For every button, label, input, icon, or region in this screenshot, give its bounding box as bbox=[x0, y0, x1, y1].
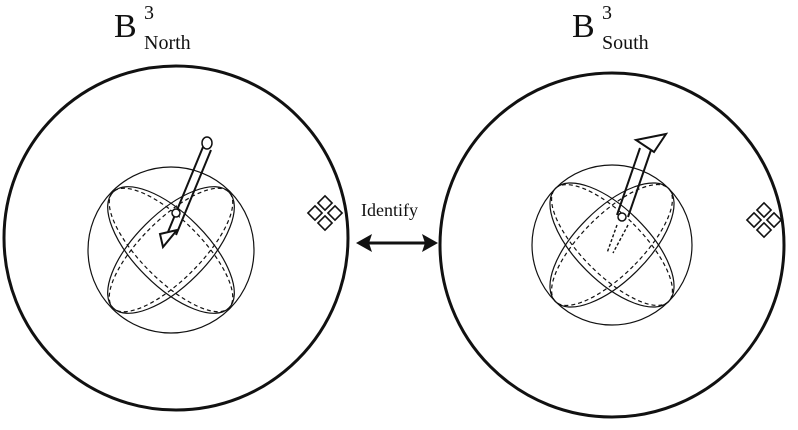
north-inner-sphere bbox=[87, 166, 255, 334]
south-ball bbox=[438, 71, 786, 419]
north-outer-circle bbox=[2, 64, 350, 412]
south-outer-circle bbox=[438, 71, 786, 419]
north-title-superscript: 3 bbox=[144, 2, 154, 24]
south-diamond-marker bbox=[745, 201, 783, 239]
south-inner-sphere bbox=[531, 164, 693, 326]
identify-label: Identify bbox=[361, 200, 418, 220]
south-title-base: B bbox=[572, 8, 595, 45]
south-title-superscript: 3 bbox=[602, 2, 612, 24]
north-diamond-marker bbox=[306, 194, 344, 232]
north-pointer bbox=[158, 136, 213, 250]
south-pointer bbox=[606, 132, 669, 254]
north-bands bbox=[107, 186, 235, 314]
south-title-subscript: South bbox=[602, 32, 649, 54]
north-title-subscript: North bbox=[144, 32, 191, 54]
south-bands bbox=[549, 182, 675, 308]
south-title: B 3 South bbox=[572, 2, 649, 54]
north-title: B 3 North bbox=[114, 2, 191, 54]
identify-double-arrow bbox=[356, 234, 438, 252]
north-title-base: B bbox=[114, 8, 137, 45]
north-ball bbox=[2, 64, 350, 412]
